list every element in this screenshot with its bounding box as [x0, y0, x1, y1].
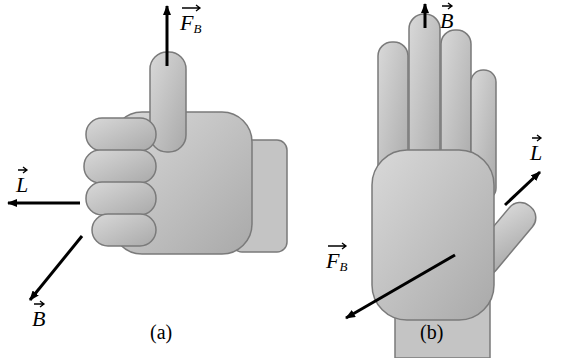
force-label: FB — [326, 242, 347, 273]
field-label: B — [440, 2, 453, 32]
thumbs-up-hand — [84, 52, 287, 254]
vector-arrow-accent — [326, 242, 348, 250]
vector-arrows — [8, 4, 540, 318]
panel-caption: (b) — [420, 322, 443, 342]
length-label: L — [530, 134, 542, 164]
vector-arrow-accent — [16, 166, 29, 174]
vector-arrow-accent — [180, 4, 202, 12]
field-label: B — [32, 300, 45, 330]
panel-caption: (a) — [150, 322, 172, 342]
force-label: FB — [180, 4, 201, 35]
length-label: L — [16, 166, 28, 196]
vector-arrow-accent — [530, 134, 543, 142]
open-hand — [372, 14, 541, 358]
vector-arrow-accent — [32, 300, 46, 308]
vector-arrow-accent — [440, 2, 454, 10]
